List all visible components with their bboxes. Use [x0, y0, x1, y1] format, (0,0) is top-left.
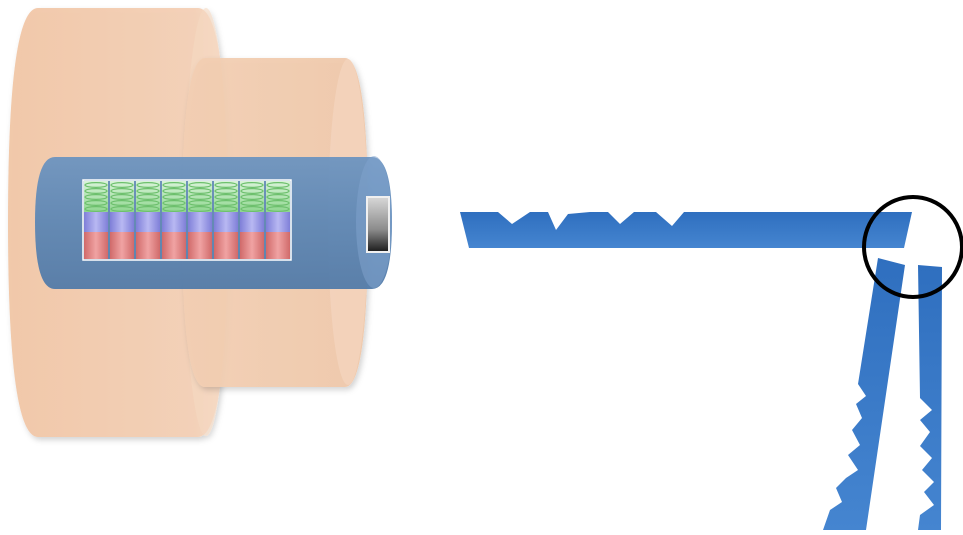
pin-stack — [188, 181, 212, 259]
spring — [136, 181, 160, 213]
highlight-circle — [862, 195, 963, 299]
pin-area-frame — [82, 179, 292, 261]
pin-stack — [266, 181, 290, 259]
spring — [162, 181, 186, 213]
flat-key — [460, 212, 912, 248]
driver-pin — [240, 212, 264, 232]
key-pin — [136, 232, 160, 259]
spring — [110, 181, 134, 213]
key-pin — [240, 232, 264, 259]
spring — [188, 181, 212, 213]
bent-key-pieces — [823, 258, 942, 530]
key-pin — [214, 232, 238, 259]
pin-stack — [240, 181, 264, 259]
spring — [84, 181, 108, 213]
spring — [214, 181, 238, 213]
driver-pin — [162, 212, 186, 232]
driver-pin — [266, 212, 290, 232]
pin-stack — [136, 181, 160, 259]
key-pin — [266, 232, 290, 259]
spring — [266, 181, 290, 213]
pin-stack — [110, 181, 134, 259]
driver-pin — [110, 212, 134, 232]
key-pin — [84, 232, 108, 259]
keyway-slot — [366, 196, 390, 253]
pin-stack — [162, 181, 186, 259]
key-pin — [162, 232, 186, 259]
key-pin — [110, 232, 134, 259]
driver-pin — [188, 212, 212, 232]
pin-stack — [214, 181, 238, 259]
pin-stack — [84, 181, 108, 259]
key-pin — [188, 232, 212, 259]
driver-pin — [84, 212, 108, 232]
driver-pin — [214, 212, 238, 232]
pin-stack-row — [82, 179, 292, 261]
driver-pin — [136, 212, 160, 232]
spring — [240, 181, 264, 213]
